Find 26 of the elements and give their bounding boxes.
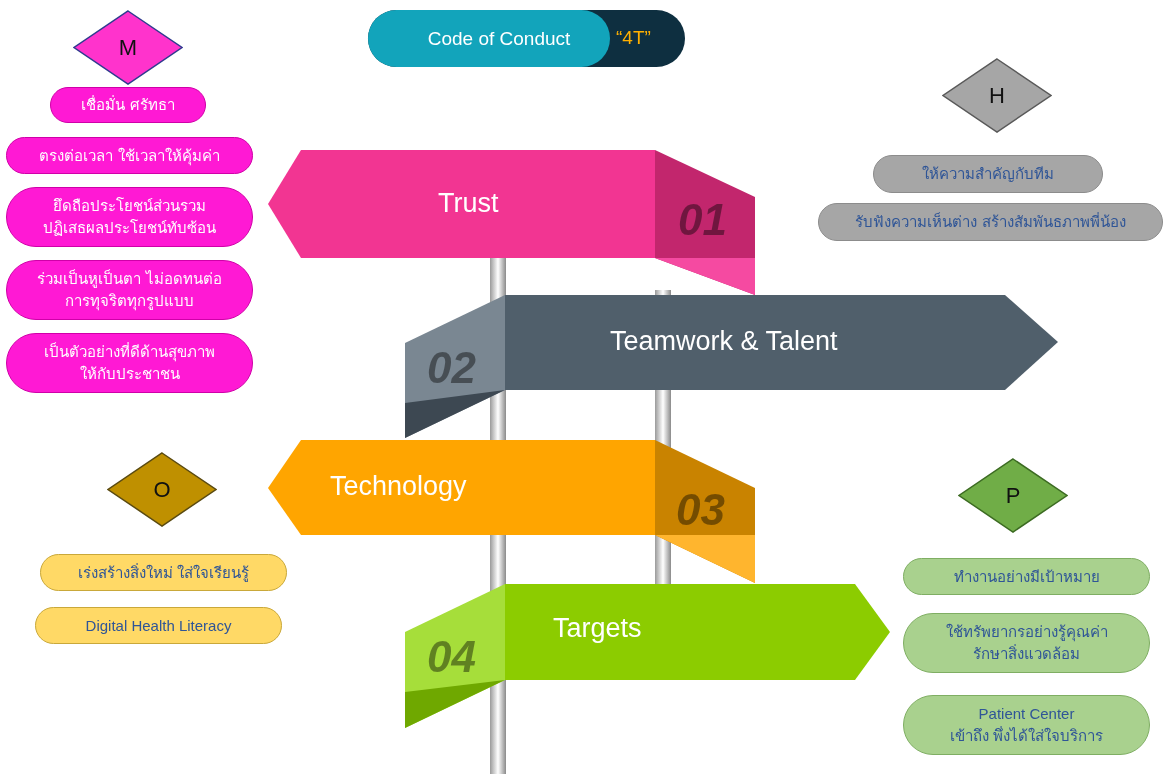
sign-number: 01	[678, 195, 727, 245]
sign-number: 04	[427, 632, 476, 682]
diamond-letter: O	[153, 476, 171, 503]
value-pill: ยึดถือประโยชน์ส่วนรวม ปฏิเสธผลประโยชน์ทับซ้อน	[6, 187, 253, 247]
value-pill: เป็นตัวอย่างที่ดีด้านสุขภาพ ให้กับประชาชน	[6, 333, 253, 393]
sign-label: Trust	[438, 188, 499, 219]
value-pill: Patient Center เข้าถึง พึ่งได้ใส่ใจบริการ	[903, 695, 1150, 755]
diamond-letter: H	[989, 82, 1005, 109]
value-pill: ใช้ทรัพยากรอย่างรู้คุณค่า รักษาสิ่งแวดล้อม	[903, 613, 1150, 673]
sign-label: Teamwork & Talent	[610, 326, 838, 357]
diamond-letter: M	[118, 34, 138, 61]
sign-number: 02	[427, 343, 476, 393]
diamond-letter: P	[1005, 482, 1021, 509]
value-pill: ตรงต่อเวลา ใช้เวลาให้คุ้มค่า	[6, 137, 253, 174]
value-pill: เชื่อมั่น ศรัทธา	[50, 87, 206, 123]
value-pill: ให้ความสำคัญกับทีม	[873, 155, 1103, 193]
sign-label: Technology	[330, 471, 467, 502]
value-pill: ร่วมเป็นหูเป็นตา ไม่อดทนต่อ การทุจริตทุกรูปแบบ	[6, 260, 253, 320]
title-pill: Code of Conduct	[368, 10, 610, 67]
value-pill: เร่งสร้างสิ่งใหม่ ใส่ใจเรียนรู้	[40, 554, 287, 591]
value-pill: รับฟังความเห็นต่าง สร้างสัมพันธภาพพี่น้อง	[818, 203, 1163, 241]
sign-number: 03	[676, 485, 725, 535]
title-tag: “4T”	[616, 27, 651, 49]
value-pill: ทำงานอย่างมีเป้าหมาย	[903, 558, 1150, 595]
value-pill: Digital Health Literacy	[35, 607, 282, 644]
sign-label: Targets	[553, 613, 642, 644]
